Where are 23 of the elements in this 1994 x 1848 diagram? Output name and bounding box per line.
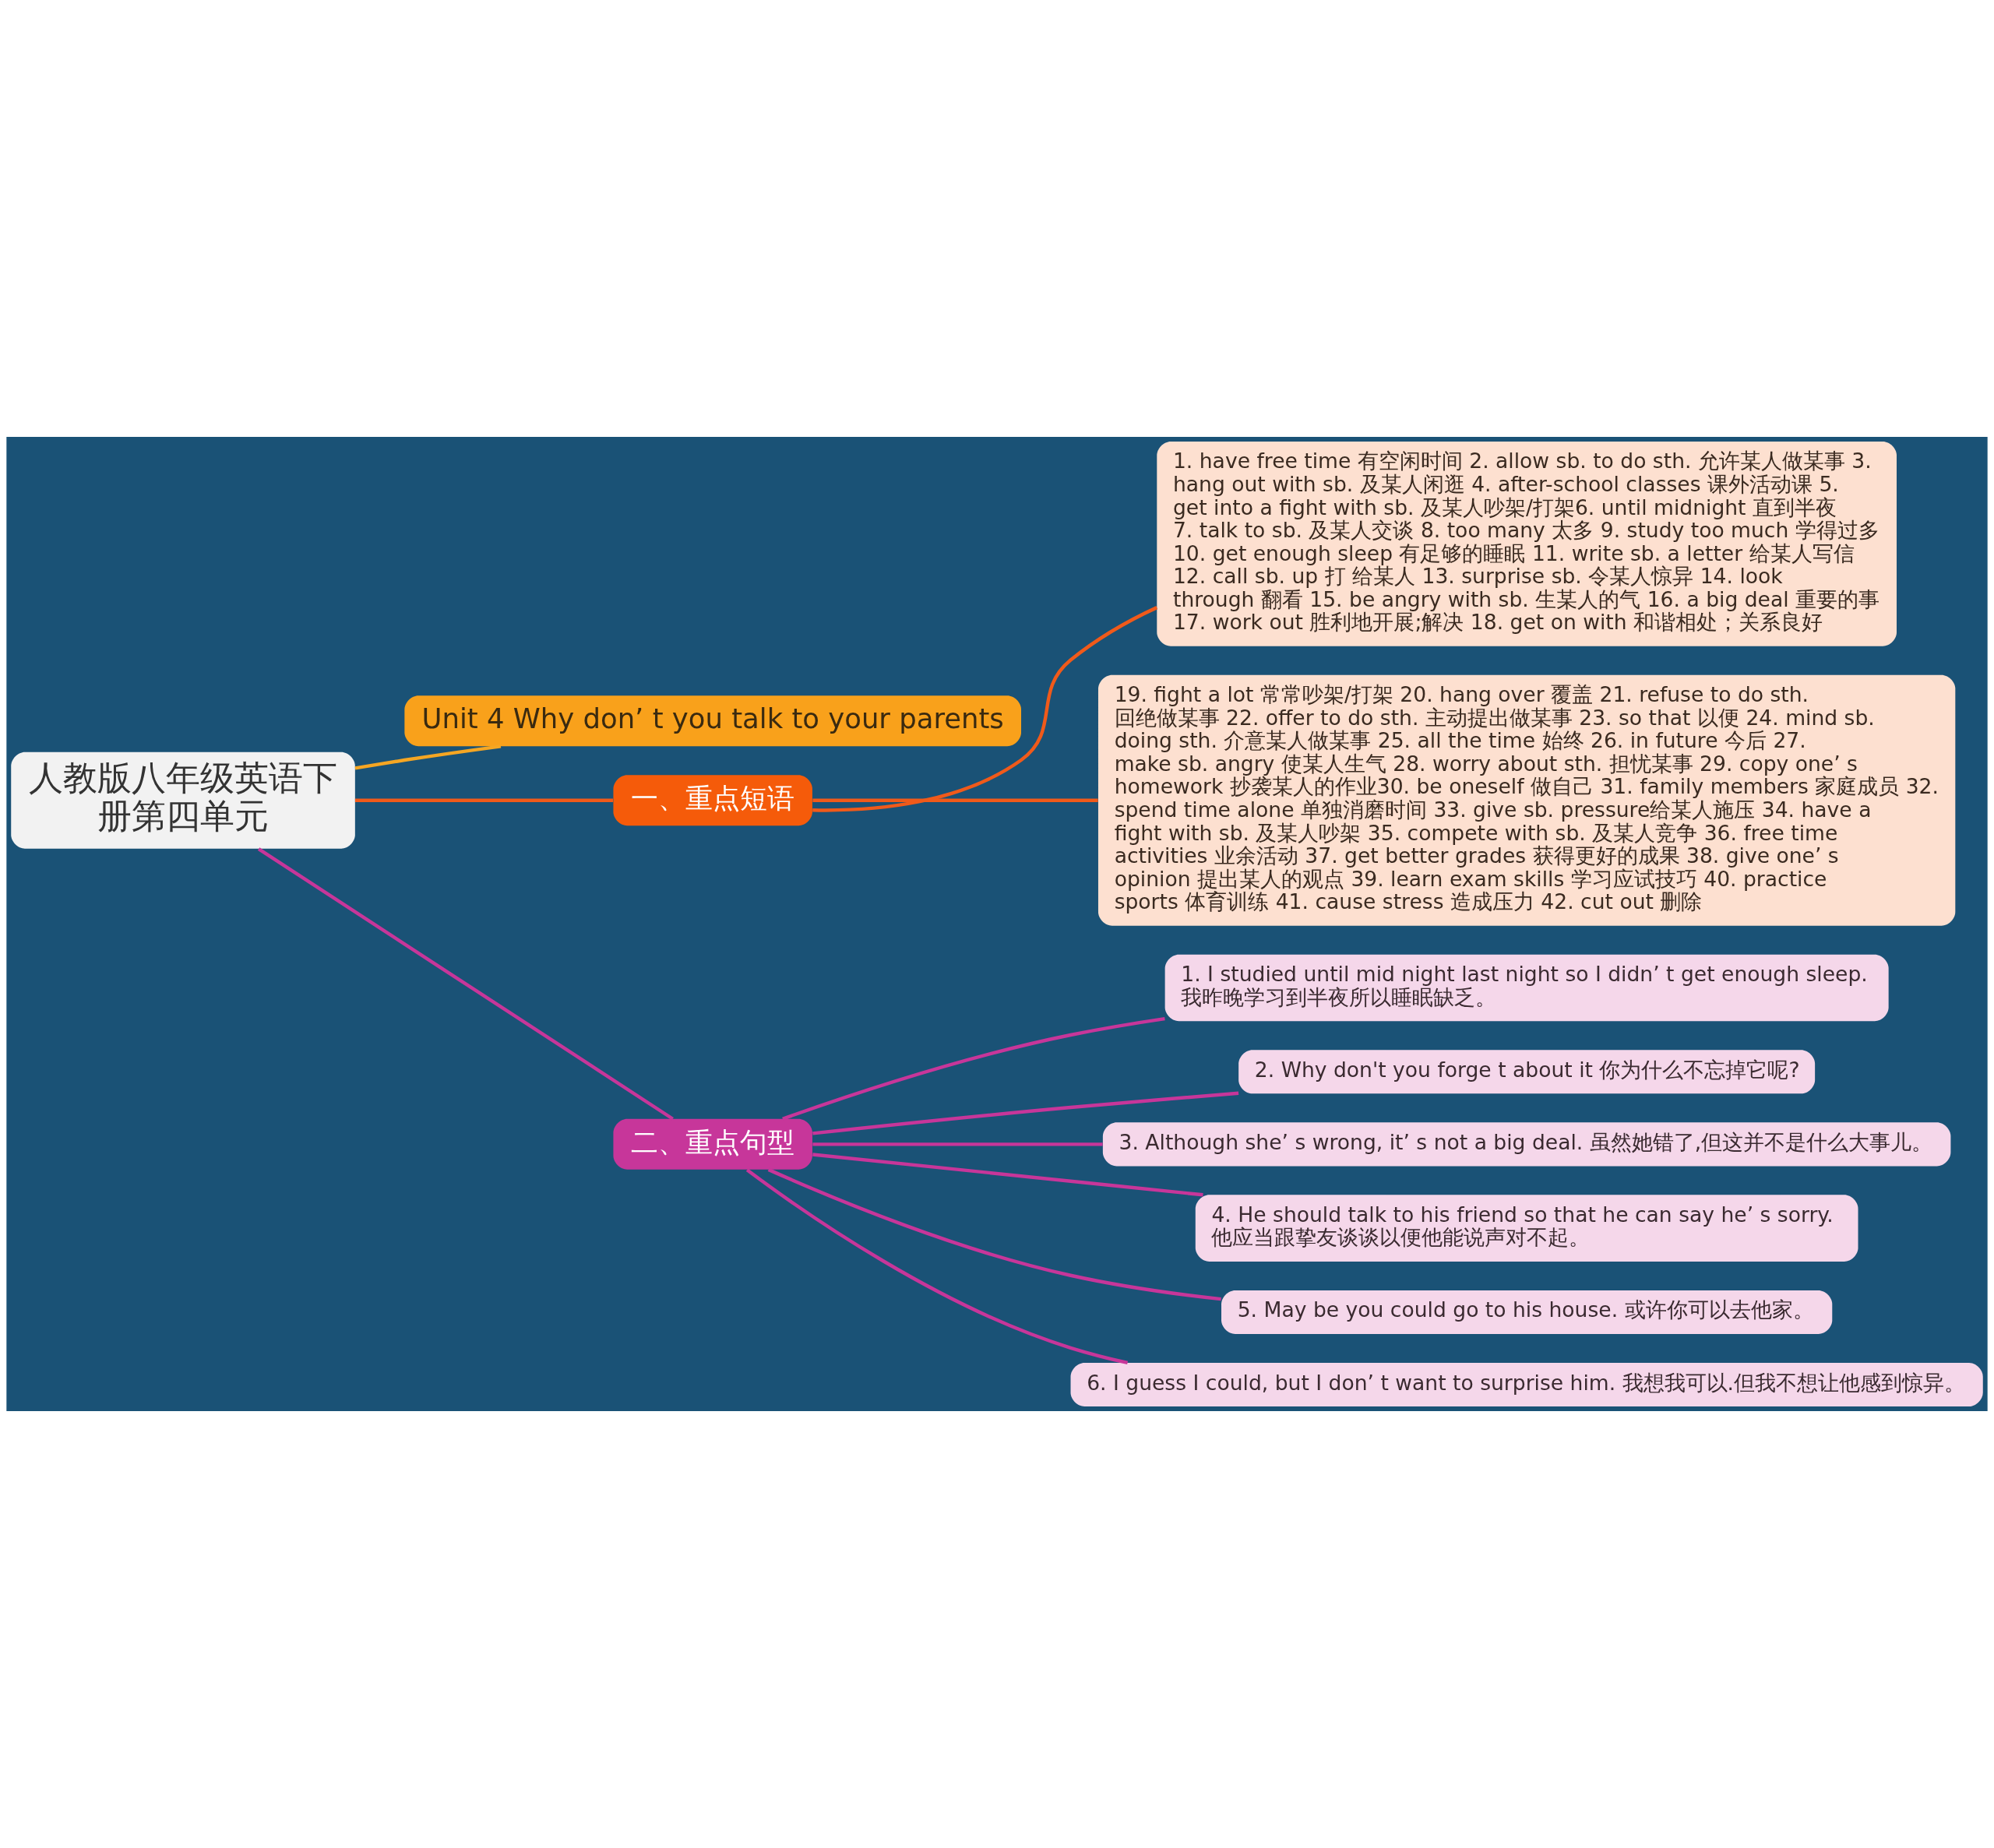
node-box: 2. Why don't you forge t about it 你为什么不忘掉它呢? bbox=[1238, 1050, 1816, 1094]
connector bbox=[812, 606, 1158, 812]
connector bbox=[812, 798, 1098, 802]
connector bbox=[354, 798, 613, 802]
node-box: 二、重点句型 bbox=[613, 1118, 812, 1170]
connector bbox=[782, 1016, 1165, 1121]
node-box: 3. Although she’ s wrong, it’ s not a big deal. 虽然她错了,但这并不是什么大事儿。 bbox=[1102, 1122, 1951, 1167]
node-box: 4. He should talk to his friend so that he can say he’ s sorry. 他应当跟挚友谈谈以便他能说声对不起。 bbox=[1195, 1195, 1858, 1262]
node-box: 一、重点短语 bbox=[613, 775, 812, 826]
node-box: 人教版八年级英语下册第四单元 bbox=[11, 752, 355, 849]
connector bbox=[257, 847, 674, 1121]
connector bbox=[745, 1168, 1129, 1365]
connector bbox=[812, 1142, 1103, 1146]
connector bbox=[767, 1167, 1221, 1301]
node-box: Unit 4 Why don’ t you talk to your parents bbox=[404, 695, 1021, 747]
node-box: 6. I guess I could, but I don’ t want to surprise him. 我想我可以.但我不想让他感到惊异。 bbox=[1070, 1362, 1983, 1407]
node-box: 1. have free time 有空闲时间 2. allow sb. to do sth. 允许某人做某事 3. hang out with sb. 及某人闲逛 4. after-school classes 课外活动课 5. get into a fight with sb. 及某人吵架/打架6. until midnight 直到半夜 7. talk to sb. 及某人交谈 8. too many 太多 9. study too much 学得过多 10. get enough sleep 有足够的睡眠 11. write sb. a letter 给某人写信 12. call sb. up 打 给某人 13. surprise sb. 令某人惊异 14. look through 翻看 15. be angry with sb. 生某人的气 16. a big deal 重要的事 17. work out 胜利地开展;解决 18. get on with 和谐相处；关系良好 bbox=[1157, 441, 1897, 646]
node-box: 19. fight a lot 常常吵架/打架 20. hang over 覆盖 21. refuse to do sth. 回绝做某事 22. offer to do sth. 主动提出做某事 23. so that 以便 24. mind sb. doing sth. 介意某人做某事 25. all the time 始终 26. in future 今后 27. make sb. angry 使某人生气 28. worry about sth. 担忧某事 29. copy one’ s homework 抄袭某人的作业30. be oneself 做自己 31. family members 家庭成员 32. spend time alone 单独消磨时间 33. give sb. pressure给某人施压 34. have a fight with sb. 及某人吵架 35. compete with sb. 及某人竞争 36. free time activities 业余活动 37. get better grades 获得更好的成果 38. give one’ s opinion 提出某人的观点 39. learn exam skills 学习应试技巧 40. practice sports 体育训练 41. cause stress 造成压力 42. cut out 删除 bbox=[1097, 674, 1956, 926]
node-box: 1. I studied until mid night last night so I didn’ t get enough sleep. 我昨晚学习到半夜所以睡眠缺乏。 bbox=[1164, 954, 1889, 1022]
connector bbox=[812, 1153, 1203, 1197]
node-box: 5. May be you could go to his house. 或许你可以去他家。 bbox=[1221, 1290, 1833, 1335]
connector bbox=[812, 1091, 1239, 1135]
connector bbox=[354, 744, 502, 770]
